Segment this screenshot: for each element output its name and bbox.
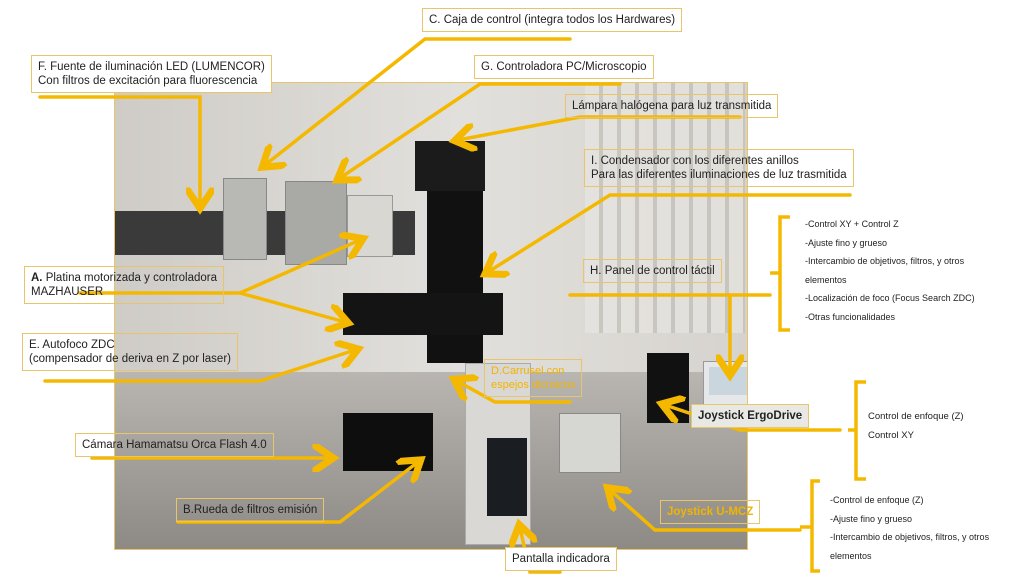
label-b-filter-wheel: B.Rueda de filtros emisión [176, 498, 325, 522]
photo-ergodrive [647, 353, 689, 423]
feature-item: -Localización de foco (Focus Search ZDC) [805, 293, 975, 303]
photo-pc-controller [285, 181, 347, 265]
label-f-led-source: F. Fuente de iluminación LED (LUMENCOR) … [31, 55, 272, 93]
feature-item: -Control XY + Control Z [805, 219, 899, 229]
feature-item: -Intercambio de objetivos, filtros, y ot… [805, 256, 965, 266]
label-g-text: G. Controladora PC/Microscopio [481, 61, 647, 73]
label-joystick-ergodrive: Joystick ErgoDrive [691, 404, 810, 428]
label-pantalla-text: Pantalla indicadora [512, 553, 610, 565]
label-d-line1: D.Carrusel con [491, 365, 565, 377]
photo-control-box [223, 178, 267, 260]
label-d-dichroic-carousel: D.Carrusel con espejos dicroicos [484, 359, 583, 397]
feature-item: Control de enfoque (Z) [868, 411, 964, 422]
feature-item: Control XY [868, 429, 914, 441]
label-i-condenser: I. Condensador con los diferentes anillo… [584, 149, 854, 187]
ergodrive-features: Control de enfoque (Z) Control XY [868, 408, 964, 445]
label-g-pc-controller: G. Controladora PC/Microscopio [474, 55, 654, 79]
photo-motorized-stage [343, 293, 503, 335]
label-a-motorized-stage: A. Platina motorizada y controladora MAZ… [24, 266, 225, 304]
touch-panel-features: -Control XY + Control Z -Ajuste fino y g… [805, 215, 975, 326]
photo-touch-panel-screen [709, 367, 747, 395]
feature-item: elementos [805, 274, 847, 285]
label-c-control-box: C. Caja de control (integra todos los Ha… [422, 8, 683, 32]
photo-camera [343, 413, 433, 471]
label-joystick-umcz: Joystick U-MCZ [660, 500, 761, 524]
label-b-text: B.Rueda de filtros emisión [183, 504, 318, 516]
label-lampara-text: Lámpara halógena para luz transmitida [572, 100, 772, 112]
label-e-autofocus: E. Autofoco ZDC (compensador de deriva e… [22, 333, 238, 371]
feature-item: -Ajuste fino y grueso [805, 237, 888, 248]
label-a-prefix: A. [31, 272, 43, 284]
label-i-line2: Para las diferentes iluminaciones de luz… [591, 169, 847, 181]
feature-item: -Control de enfoque (Z) [830, 495, 924, 505]
feature-item: -Intercambio de objetivos, filtros, y ot… [830, 532, 990, 542]
label-indicator-screen: Pantalla indicadora [505, 547, 617, 571]
label-halogen-lamp: Lámpara halógena para luz transmitida [565, 94, 779, 118]
label-ergodrive-text: Joystick ErgoDrive [698, 410, 803, 422]
label-f-line2: Con filtros de excitación para fluoresce… [38, 75, 258, 87]
photo-halogen-lamp [415, 141, 485, 191]
label-e-line2: (compensador de deriva en Z por laser) [29, 353, 231, 365]
label-camara-text: Cámara Hamamatsu Orca Flash 4.0 [82, 439, 267, 451]
label-a-line2: MAZHAUSER [31, 286, 104, 298]
feature-item: -Otras funcionalidades [805, 311, 896, 322]
label-f-line1: F. Fuente de iluminación LED (LUMENCOR) [38, 61, 265, 73]
label-camera: Cámara Hamamatsu Orca Flash 4.0 [75, 433, 274, 457]
label-e-line1: E. Autofoco ZDC [29, 339, 115, 351]
photo-umcz [559, 413, 621, 473]
brace-panel [770, 215, 790, 332]
umcz-features: -Control de enfoque (Z) -Ajuste fino y g… [830, 491, 989, 565]
brace-ergodrive [848, 380, 866, 481]
photo-indicator-screen [487, 438, 527, 516]
photo-objectives-poster [585, 83, 745, 333]
label-c-text: C. Caja de control (integra todos los Ha… [429, 14, 676, 26]
label-h-touch-panel: H. Panel de control táctil [583, 259, 722, 283]
label-umcz-text: Joystick U-MCZ [667, 506, 754, 518]
label-a-line1: Platina motorizada y controladora [42, 272, 218, 284]
feature-item: elementos [830, 550, 872, 561]
label-d-line2: espejos dicroicos [491, 379, 576, 391]
feature-item: -Ajuste fino y grueso [830, 513, 913, 524]
photo-stage-controller [347, 195, 393, 257]
brace-umcz [800, 479, 820, 573]
label-i-line1: I. Condensador con los diferentes anillo… [591, 155, 799, 167]
label-h-text: H. Panel de control táctil [590, 265, 715, 277]
